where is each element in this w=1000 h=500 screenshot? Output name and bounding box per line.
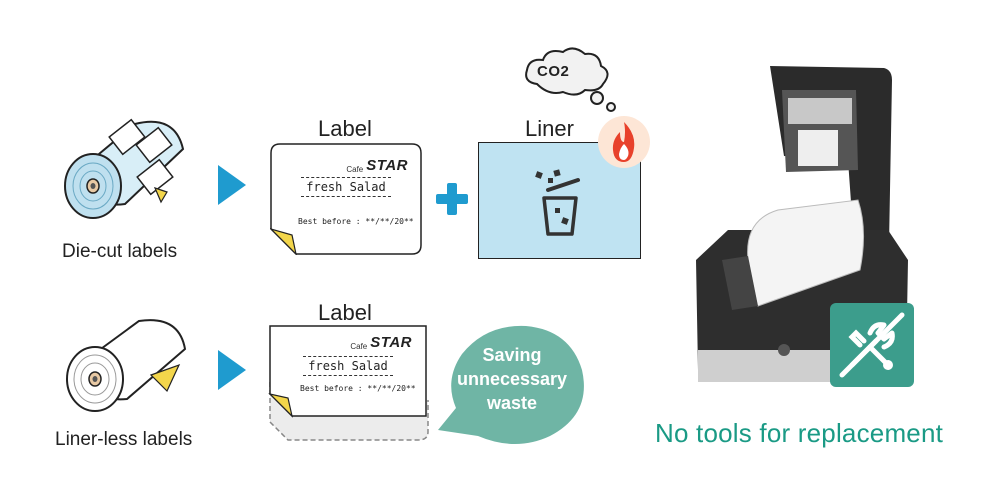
co2-text: CO2 — [537, 63, 570, 80]
die-cut-roll-icon — [64, 118, 185, 219]
bubble-line-2: unnecessary — [456, 369, 568, 389]
brand-big: STAR — [370, 334, 412, 351]
no-tools-icon — [830, 303, 914, 387]
bubble-line-1: Saving — [482, 345, 542, 365]
peeled-label-outline — [268, 325, 429, 441]
item-name: fresh Salad — [306, 180, 386, 194]
tagline: No tools for replacement — [655, 418, 944, 448]
brand-small: Cafe — [346, 165, 364, 174]
liner-less-caption: Liner-less labels — [55, 429, 193, 450]
brand-big: STAR — [366, 157, 408, 174]
best-before: Best before : **/**/20** — [298, 217, 414, 226]
trash-can-icon — [535, 169, 580, 236]
die-cut-caption: Die-cut labels — [62, 241, 178, 262]
speech-bubble — [438, 325, 584, 444]
bottom-label-heading: Label — [318, 300, 372, 325]
top-label-card: Cafe STAR fresh Salad Best before : **/*… — [270, 143, 422, 255]
play-arrow-icon — [218, 165, 246, 205]
bottom-label-card: Cafe STAR fresh Salad Best before : **/*… — [270, 326, 426, 416]
best-before: Best before : **/**/20** — [300, 384, 416, 393]
play-arrow-icon — [218, 350, 246, 390]
co2-cloud-icon — [525, 47, 616, 112]
bubble-line-3: waste — [486, 393, 538, 413]
liner-heading: Liner — [525, 116, 574, 141]
brand-small: Cafe — [350, 342, 368, 351]
item-name: fresh Salad — [308, 359, 388, 373]
plus-icon — [436, 183, 468, 215]
fire-icon — [598, 116, 650, 168]
top-label-heading: Label — [318, 116, 372, 141]
liner-less-roll-icon — [66, 319, 187, 412]
